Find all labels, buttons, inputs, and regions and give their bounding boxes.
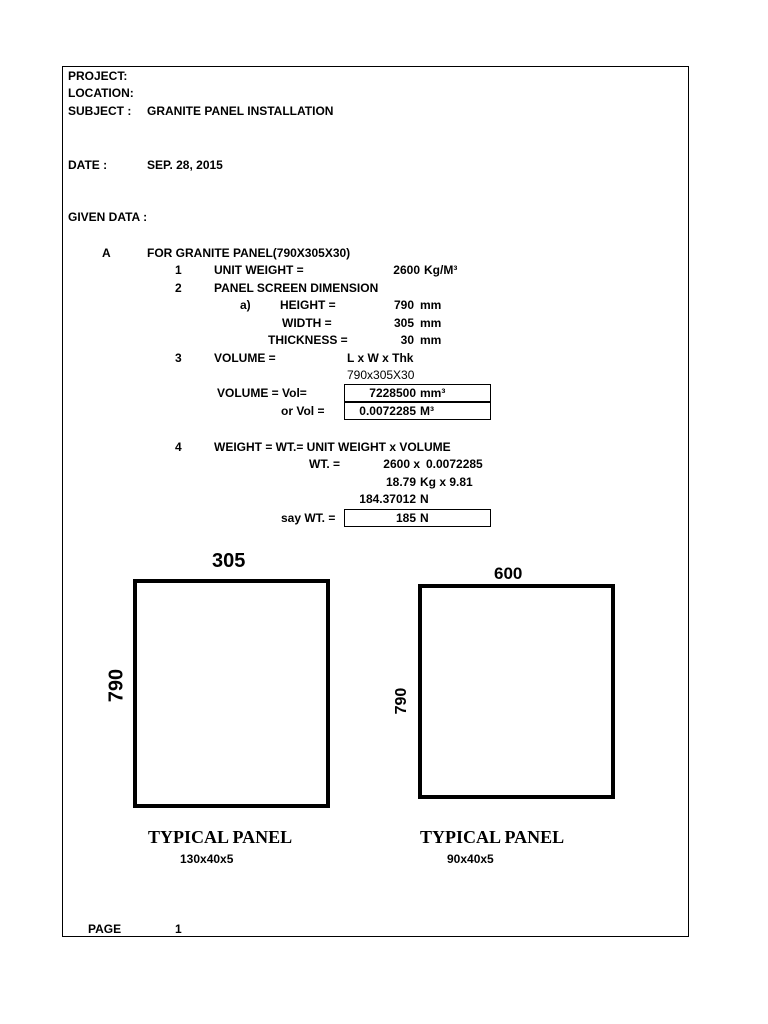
width-value: 305: [393, 316, 414, 330]
date-label: DATE :: [68, 158, 108, 172]
sub-item-a: a): [240, 298, 251, 312]
wt-kg-value: 18.79: [385, 475, 416, 489]
thickness-label: THICKNESS =: [268, 333, 348, 347]
panel-dimension-label: PANEL SCREEN DIMENSION: [214, 281, 379, 295]
vol-mm-box: [344, 384, 491, 402]
wt-kg-unit: Kg x 9.81: [420, 475, 473, 489]
given-data-label: GIVEN DATA :: [68, 210, 148, 224]
volume-label: VOLUME =: [214, 351, 276, 365]
height-label: HEIGHT =: [280, 298, 336, 312]
vol-m-value: 0.0072285: [359, 404, 416, 418]
vol-m-label: or Vol =: [281, 404, 325, 418]
panel-2-outline: [418, 584, 615, 799]
item-1-number: 1: [175, 263, 182, 277]
thickness-unit: mm: [420, 333, 442, 347]
wt-unit-weight: 2600 x: [383, 457, 420, 471]
say-wt-label: say WT. =: [281, 511, 336, 525]
item-2-number: 2: [175, 281, 182, 295]
panel-1-size: 130x40x5: [180, 852, 234, 866]
say-wt-value: 185: [395, 511, 416, 525]
vol-mm-unit: mm³: [420, 386, 446, 400]
page-label: PAGE: [88, 922, 122, 936]
panel-1-outline: [133, 579, 330, 808]
panel-2-height-label: 790: [393, 687, 410, 715]
subject-label: SUBJECT :: [68, 104, 132, 118]
vol-m-box: [344, 402, 491, 420]
date-value: SEP. 28, 2015: [147, 158, 223, 172]
item-4-number: 4: [175, 440, 182, 454]
panel-1-caption: TYPICAL PANEL: [148, 827, 293, 847]
width-unit: mm: [420, 316, 442, 330]
unit-weight-value: 2600: [393, 263, 420, 277]
item-3-number: 3: [175, 351, 182, 365]
panel-1-height-label: 790: [105, 668, 128, 703]
wt-newton-value: 184.37012: [359, 492, 416, 506]
thickness-value: 30: [400, 333, 414, 347]
say-wt-unit: N: [420, 511, 429, 525]
vol-mm-label: VOLUME = Vol=: [217, 386, 307, 400]
wt-newton-unit: N: [420, 492, 429, 506]
height-value: 790: [393, 298, 414, 312]
height-unit: mm: [420, 298, 442, 312]
wt-volume: 0.0072285: [426, 457, 483, 471]
project-label: PROJECT:: [68, 69, 128, 83]
panel-2-width-label: 600: [494, 564, 523, 583]
section-title: FOR GRANITE PANEL(790X305X30): [147, 246, 351, 260]
unit-weight-unit: Kg/M³: [424, 263, 458, 277]
section-letter: A: [102, 246, 111, 260]
vol-mm-value: 7228500: [369, 386, 416, 400]
unit-weight-label: UNIT WEIGHT =: [214, 263, 304, 277]
width-label: WIDTH =: [282, 316, 332, 330]
panel-2-size: 90x40x5: [447, 852, 494, 866]
location-label: LOCATION:: [68, 86, 134, 100]
vol-m-unit: M³: [420, 404, 434, 418]
volume-dimensions: 790x305X30: [347, 368, 415, 382]
volume-formula: L x W x Thk: [347, 351, 414, 365]
subject-value: GRANITE PANEL INSTALLATION: [147, 104, 334, 118]
page-number: 1: [175, 922, 182, 936]
weight-formula-label: WEIGHT = WT.= UNIT WEIGHT x VOLUME: [214, 440, 451, 454]
panel-2-caption: TYPICAL PANEL: [420, 827, 565, 847]
say-wt-box: [344, 509, 491, 527]
calculation-sheet: [62, 66, 689, 937]
wt-label: WT. =: [309, 457, 341, 471]
panel-1-width-label: 305: [212, 550, 246, 572]
